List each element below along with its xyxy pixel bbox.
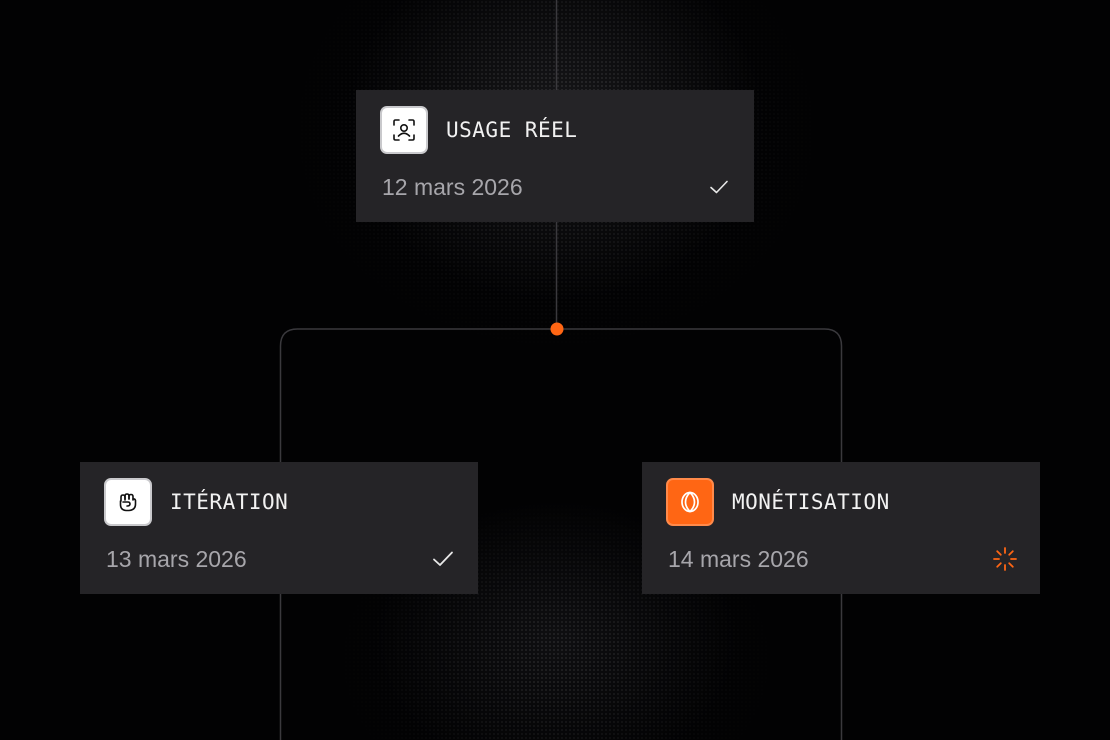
- card-date: 14 mars 2026: [668, 546, 809, 572]
- card-title: USAGE RÉEL: [446, 118, 578, 142]
- card-date: 12 mars 2026: [382, 174, 523, 200]
- user-focus-icon: [380, 106, 428, 154]
- card-title: MONÉTISATION: [732, 490, 890, 514]
- timeline-card-usage-reel[interactable]: USAGE RÉEL 12 mars 2026: [356, 90, 754, 222]
- connector-branch: [279, 328, 843, 462]
- coin-icon: [666, 478, 714, 526]
- check-icon: [430, 546, 456, 572]
- card-title: ITÉRATION: [170, 490, 289, 514]
- fist-icon: [104, 478, 152, 526]
- branch-junction-dot: [550, 322, 564, 336]
- timeline-card-monetisation[interactable]: MONÉTISATION 14 mars 2026: [642, 462, 1040, 594]
- loading-spinner-icon: [992, 546, 1018, 572]
- timeline-card-iteration[interactable]: ITÉRATION 13 mars 2026: [80, 462, 478, 594]
- card-date: 13 mars 2026: [106, 546, 247, 572]
- check-icon: [706, 174, 732, 200]
